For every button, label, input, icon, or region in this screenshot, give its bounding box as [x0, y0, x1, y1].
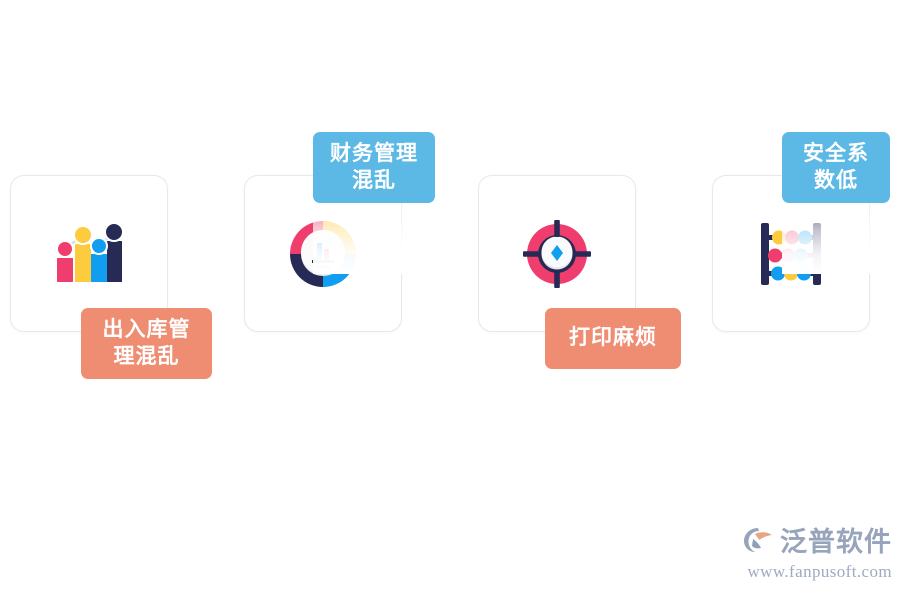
- callout-label-4-text: 安全系 数低: [782, 132, 890, 203]
- watermark-url: www.fanpusoft.com: [747, 562, 892, 581]
- callout-label-4-reflection: 安全系 数低: [782, 203, 890, 274]
- fanpu-logo-icon: [742, 525, 776, 560]
- label-line: 数低: [814, 168, 858, 192]
- label-line: 安全系: [803, 141, 869, 165]
- label-line: 财务管理: [330, 141, 418, 165]
- callout-label-1[interactable]: 出入库管 理混乱 出入库管 理混乱: [81, 308, 212, 450]
- label-line: 混乱: [352, 168, 396, 192]
- watermark: 泛普软件 www.fanpusoft.com: [742, 525, 892, 582]
- callout-label-3-reflection: 打印麻烦: [545, 369, 681, 430]
- target-compass-icon: [514, 211, 600, 297]
- bar-chart-icon: [46, 211, 132, 297]
- callout-label-2-reflection: 财务管理 混乱: [313, 203, 435, 274]
- watermark-brand: 泛普软件: [780, 527, 892, 557]
- label-line: 理混乱: [113, 344, 180, 368]
- callout-label-3[interactable]: 打印麻烦 打印麻烦: [545, 308, 681, 430]
- callout-label-2[interactable]: 财务管理 混乱 财务管理 混乱: [313, 132, 435, 274]
- callout-label-3-text: 打印麻烦: [545, 308, 681, 369]
- callout-label-2-text: 财务管理 混乱: [313, 132, 435, 203]
- feature-card-3[interactable]: [478, 175, 636, 332]
- callout-label-1-reflection: 出入库管 理混乱: [81, 379, 212, 450]
- feature-card-1[interactable]: [10, 175, 168, 332]
- callout-label-4[interactable]: 安全系 数低 安全系 数低: [782, 132, 890, 274]
- label-line: 打印麻烦: [569, 326, 657, 350]
- label-line: 出入库管: [102, 317, 191, 341]
- callout-label-1-text: 出入库管 理混乱: [81, 308, 212, 379]
